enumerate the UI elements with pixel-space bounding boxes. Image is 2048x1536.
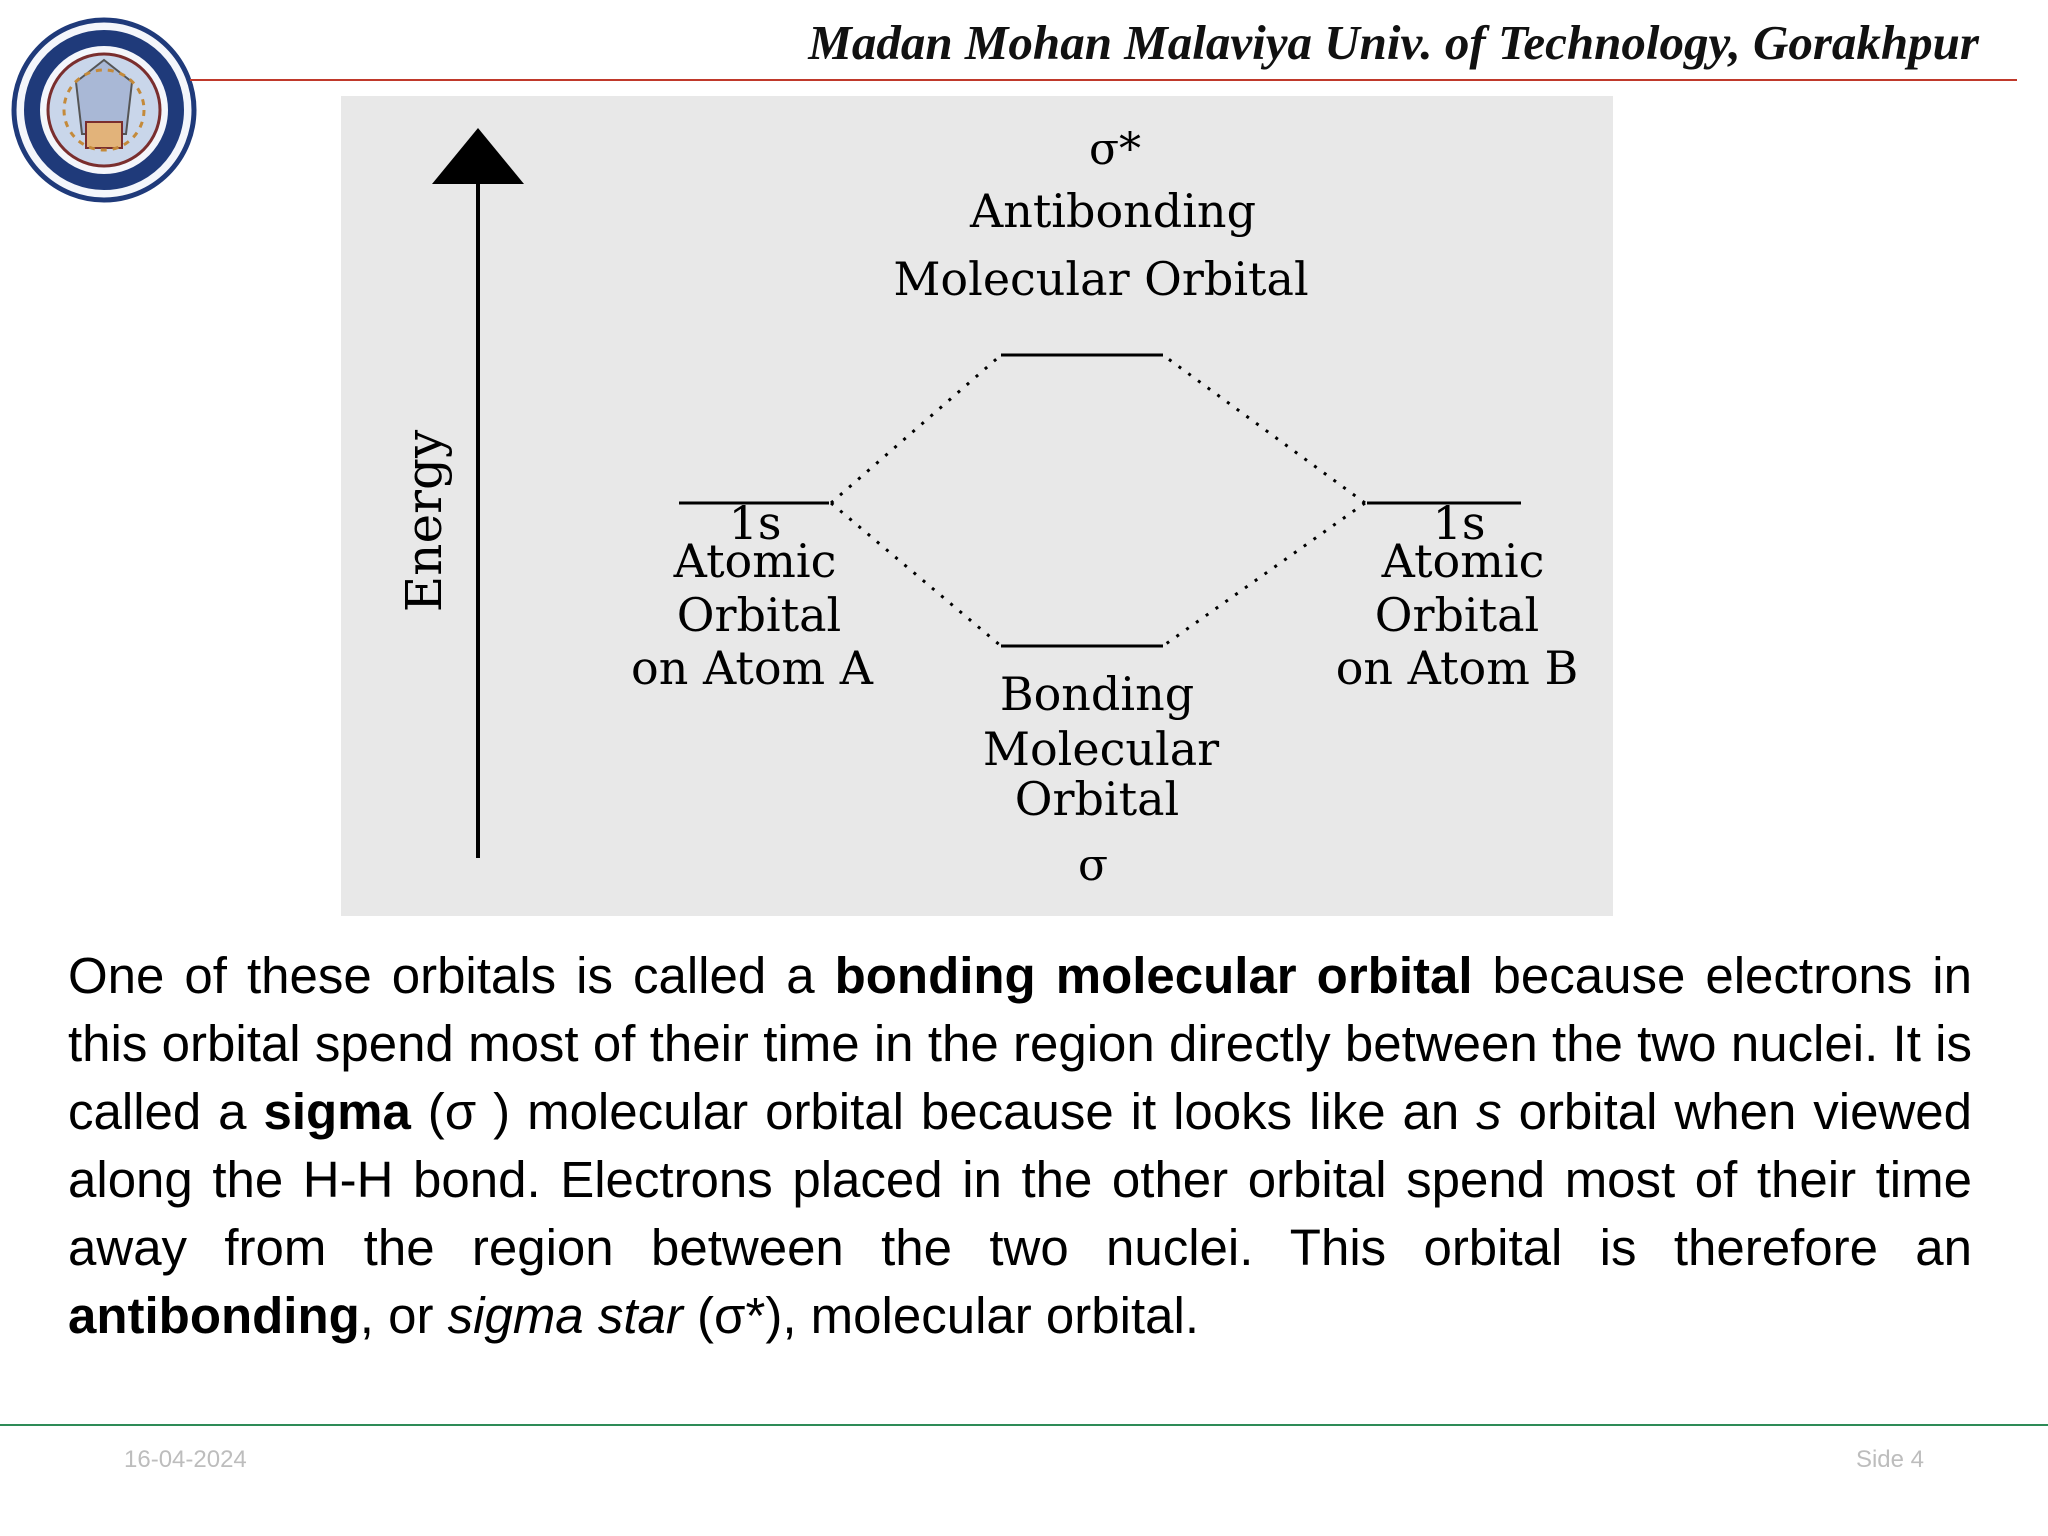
atom-b-label-line3: on Atom B: [1336, 641, 1579, 695]
atom-a-label-line3: on Atom A: [631, 641, 874, 695]
term-bonding-molecular-orbital: bonding molecular orbital: [834, 947, 1473, 1004]
text-segment: One of these orbitals is called a: [68, 947, 835, 1004]
term-antibonding: antibonding: [68, 1287, 360, 1344]
atom-b-level-label: 1s: [1433, 496, 1486, 550]
atom-a-label-line2: Orbital: [677, 588, 841, 642]
mo-energy-diagram: Energy σ* Antibonding Molecular Orbital …: [341, 96, 1613, 916]
header-divider: [190, 79, 2017, 81]
footer-divider: [0, 1424, 2048, 1426]
text-segment: orbital when viewed along the H-H bond. …: [68, 1083, 1972, 1276]
energy-label: Energy: [395, 429, 453, 612]
term-s: s: [1476, 1083, 1502, 1140]
term-sigma-star: sigma star: [447, 1287, 683, 1344]
term-sigma: sigma: [263, 1083, 411, 1140]
antibonding-label-line2: Molecular Orbital: [893, 252, 1308, 306]
antibonding-label-line1: Antibonding: [969, 184, 1256, 238]
institution-title: Madan Mohan Malaviya Univ. of Technology…: [808, 15, 1979, 70]
correlation-line-b-bonding: [1162, 501, 1366, 648]
bonding-label-line2: Molecular: [983, 722, 1219, 776]
atom-a-label-line1: Atomic: [673, 534, 837, 588]
correlation-line-a-bonding: [830, 501, 1002, 648]
text-segment: (σ ) molecular orbital because it looks …: [410, 1083, 1477, 1140]
slide-number: Side 4: [1855, 1446, 1924, 1473]
text-segment: because electrons in this orbital spend …: [68, 947, 1972, 1140]
university-seal-icon: [6, 2, 202, 218]
atom-b-label-line1: Atomic: [1381, 534, 1545, 588]
text-segment: (σ*), molecular orbital.: [682, 1287, 1199, 1344]
explanation-paragraph: One of these orbitals is called a bondin…: [68, 942, 1972, 1350]
bonding-label-line1: Bonding: [1000, 667, 1194, 721]
slide-date: 16-04-2024: [124, 1446, 247, 1473]
atom-a-level-label: 1s: [729, 496, 782, 550]
correlation-line-a-antibonding: [830, 353, 1002, 505]
bonding-label-line3: Orbital: [1015, 772, 1179, 826]
text-segment: , or: [359, 1287, 448, 1344]
energy-arrow-head-icon: [432, 128, 524, 184]
sigma-symbol: σ: [1078, 840, 1108, 891]
sigma-star-symbol: σ*: [1089, 124, 1141, 175]
correlation-line-b-antibonding: [1162, 353, 1366, 505]
atom-b-label-line2: Orbital: [1375, 588, 1539, 642]
